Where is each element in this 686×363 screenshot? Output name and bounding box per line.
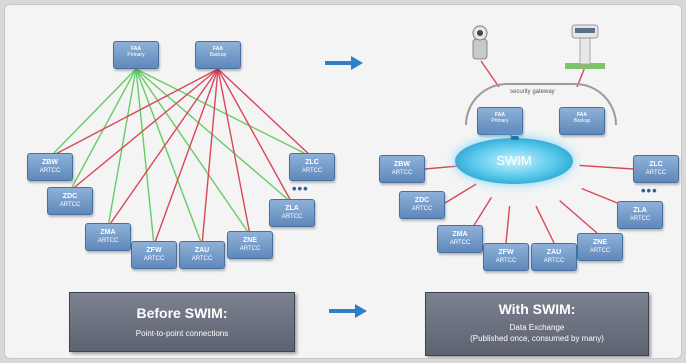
node-zbw-left: ZBW ARTCC — [27, 153, 73, 181]
connection-line — [49, 68, 219, 158]
connection-line — [69, 68, 219, 192]
connection-line — [135, 68, 251, 236]
operator-icon — [472, 25, 488, 60]
connection-line — [579, 164, 634, 170]
connection-line — [135, 68, 293, 204]
connection-line — [201, 68, 219, 246]
connection-line — [135, 68, 203, 246]
node-zau-right: ZAU ARTCC — [531, 243, 577, 271]
before-swim-panel: Before SWIM: Point-to-point connections — [69, 292, 295, 352]
node-zdc-right: ZDC ARTCC — [399, 191, 445, 219]
connection-line — [444, 183, 477, 204]
swim-hub: SWIM — [455, 138, 573, 184]
node-faa-backup-left: FAA Backup — [195, 41, 241, 69]
before-swim-title: Before SWIM: — [136, 305, 228, 321]
connection-line — [535, 205, 555, 244]
connection-line — [217, 68, 251, 236]
node-zma-right: ZMA ARTCC — [437, 225, 483, 253]
red-connections — [49, 68, 313, 246]
node-zlc-right: ZLC ARTCC — [633, 155, 679, 183]
right-arrow-icon — [325, 56, 363, 70]
node-zfw-left: ZFW ARTCC — [131, 241, 177, 269]
node-zne-right: ZNE ARTCC — [577, 233, 623, 261]
with-swim-title: With SWIM: — [498, 301, 576, 317]
swim-connector — [511, 136, 519, 140]
with-swim-panel: With SWIM: Data Exchange (Published once… — [425, 292, 649, 356]
more-nodes-ellipsis-right: ••• — [641, 183, 658, 198]
connection-line — [217, 68, 313, 158]
with-swim-line1: Data Exchange — [509, 323, 565, 332]
connection-line — [217, 68, 293, 204]
connection-line — [49, 68, 137, 158]
connection-line — [505, 206, 511, 244]
connection-line — [107, 68, 219, 228]
node-zdc-left: ZDC ARTCC — [47, 187, 93, 215]
node-faa-backup-right: FAA Backup — [559, 107, 605, 135]
node-zla-left: ZLA ARTCC — [269, 199, 315, 227]
node-zlc-left: ZLC ARTCC — [289, 153, 335, 181]
connection-lines — [49, 60, 638, 246]
with-swim-line2: (Published once, consumed by many) — [470, 334, 604, 343]
node-faa-primary-left: FAA Primary — [113, 41, 159, 69]
right-arrow-icon — [329, 304, 367, 318]
diagram-frame: FAA Primary FAA Backup ZBW ARTCC ZDC ART… — [4, 4, 682, 359]
node-zne-left: ZNE ARTCC — [227, 231, 273, 259]
connection-line — [472, 196, 493, 228]
more-nodes-ellipsis-left: ••• — [292, 181, 309, 196]
connection-line — [135, 68, 155, 246]
swim-connections — [424, 60, 638, 244]
node-faa-primary-right: FAA Primary — [477, 107, 523, 135]
before-swim-subtitle: Point-to-point connections — [135, 329, 229, 338]
node-zau-left: ZAU ARTCC — [179, 241, 225, 269]
connection-line — [480, 60, 500, 88]
green-connections — [49, 68, 313, 246]
security-gateway-label: security gateway — [510, 89, 555, 95]
node-zla-right: ZLA ARTCC — [617, 201, 663, 229]
node-zfw-right: ZFW ARTCC — [483, 243, 529, 271]
control-tower-icon — [565, 24, 605, 69]
node-zbw-right: ZBW ARTCC — [379, 155, 425, 183]
connection-line — [559, 200, 598, 234]
connection-line — [153, 68, 219, 246]
connection-line — [135, 68, 313, 158]
node-zma-left: ZMA ARTCC — [85, 223, 131, 251]
